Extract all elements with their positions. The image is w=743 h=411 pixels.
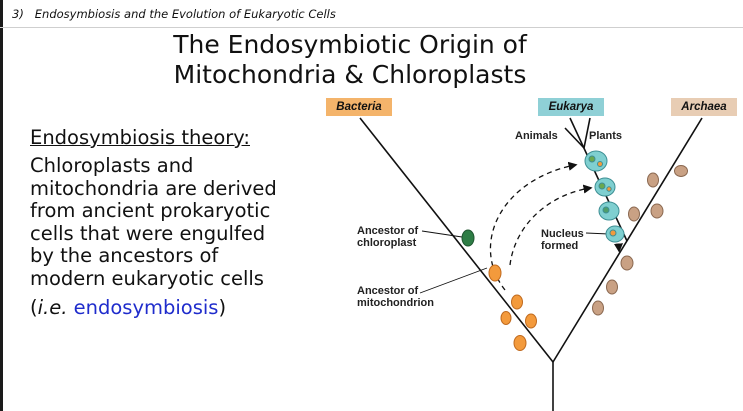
eukaryote-cell bbox=[584, 150, 608, 172]
animals-branch bbox=[564, 127, 585, 149]
label-nucleus-formed: Nucleus formed bbox=[541, 228, 584, 252]
example-paren-close: ) bbox=[218, 296, 227, 319]
theory-example: (i.e. endosymbiosis) bbox=[30, 296, 330, 319]
slide-left-border bbox=[0, 0, 3, 411]
nucleus-leader bbox=[585, 232, 610, 235]
eukarya-branch bbox=[569, 117, 628, 242]
archaea-cell bbox=[674, 165, 688, 177]
mitochondria-ancestor-cells bbox=[488, 264, 537, 351]
theory-heading: Endosymbiosis theory: bbox=[30, 126, 250, 149]
tree-branches bbox=[359, 117, 703, 411]
mito-cell bbox=[511, 294, 523, 310]
domain-tag-eukarya: Eukarya bbox=[538, 98, 604, 116]
archaea-cell bbox=[647, 172, 659, 188]
label-line: Ancestor of bbox=[357, 285, 419, 297]
theory-text-block: Endosymbiosis theory: Chloroplasts and m… bbox=[30, 126, 330, 319]
label-line: formed bbox=[541, 240, 579, 252]
chloroplast-ancestor-cell bbox=[461, 229, 475, 247]
mito-cell bbox=[513, 335, 527, 351]
label-line: mitochondrion bbox=[357, 297, 434, 309]
mito-cell bbox=[525, 313, 537, 329]
theory-line: from ancient prokaryotic bbox=[30, 199, 271, 222]
theory-line: cells that were engulfed bbox=[30, 221, 266, 245]
archaea-cell bbox=[628, 206, 640, 222]
archaeal-cells bbox=[592, 165, 688, 316]
label-line: chloroplast bbox=[357, 237, 417, 249]
label-ancestor-mitochondrion: Ancestor of mitochondrion bbox=[357, 285, 434, 309]
label-line: Nucleus bbox=[541, 228, 584, 240]
archaea-eukarya-branch bbox=[552, 117, 703, 363]
theory-line: by the ancestors of bbox=[30, 244, 219, 267]
example-ie: i.e. bbox=[37, 296, 68, 319]
title-line-2: Mitochondria & Chloroplasts bbox=[173, 60, 527, 89]
archaea-cell bbox=[606, 279, 618, 295]
section-label: 3) Endosymbiosis and the Evolution of Eu… bbox=[12, 7, 336, 21]
title-line-1: The Endosymbiotic Origin of bbox=[173, 30, 527, 59]
chloroplast-engulf-arrow bbox=[509, 184, 593, 266]
eukaryotic-cells bbox=[584, 150, 625, 243]
theory-body: Chloroplasts and mitochondria are derive… bbox=[30, 154, 330, 290]
example-term: endosymbiosis bbox=[73, 296, 219, 319]
archaea-cell bbox=[592, 300, 604, 316]
domain-tag-bacteria: Bacteria bbox=[326, 98, 392, 116]
label-ancestor-chloroplast: Ancestor of chloroplast bbox=[357, 225, 418, 249]
slide-title: The Endosymbiotic Origin of Mitochondria… bbox=[120, 30, 580, 90]
archaea-cell bbox=[620, 255, 634, 271]
mito-cell bbox=[488, 264, 502, 282]
mitochondrion-leader bbox=[419, 267, 488, 294]
theory-line: Chloroplasts and bbox=[30, 154, 194, 177]
label-plants: Plants bbox=[589, 130, 623, 142]
chloroplast-leader bbox=[421, 230, 463, 238]
mito-cell bbox=[500, 311, 512, 325]
header-divider bbox=[0, 27, 743, 28]
theory-line: modern eukaryotic cells bbox=[30, 266, 264, 290]
bacteria-branch bbox=[359, 117, 554, 363]
theory-line: mitochondria are derived bbox=[30, 176, 277, 200]
label-leader-lines bbox=[419, 230, 610, 294]
archaea-cell bbox=[650, 203, 664, 219]
example-paren-open: ( bbox=[30, 296, 38, 319]
domain-tag-archaea: Archaea bbox=[671, 98, 737, 116]
plants-branch bbox=[583, 117, 591, 149]
label-line: Ancestor of bbox=[357, 225, 419, 237]
label-animals: Animals bbox=[515, 130, 558, 142]
